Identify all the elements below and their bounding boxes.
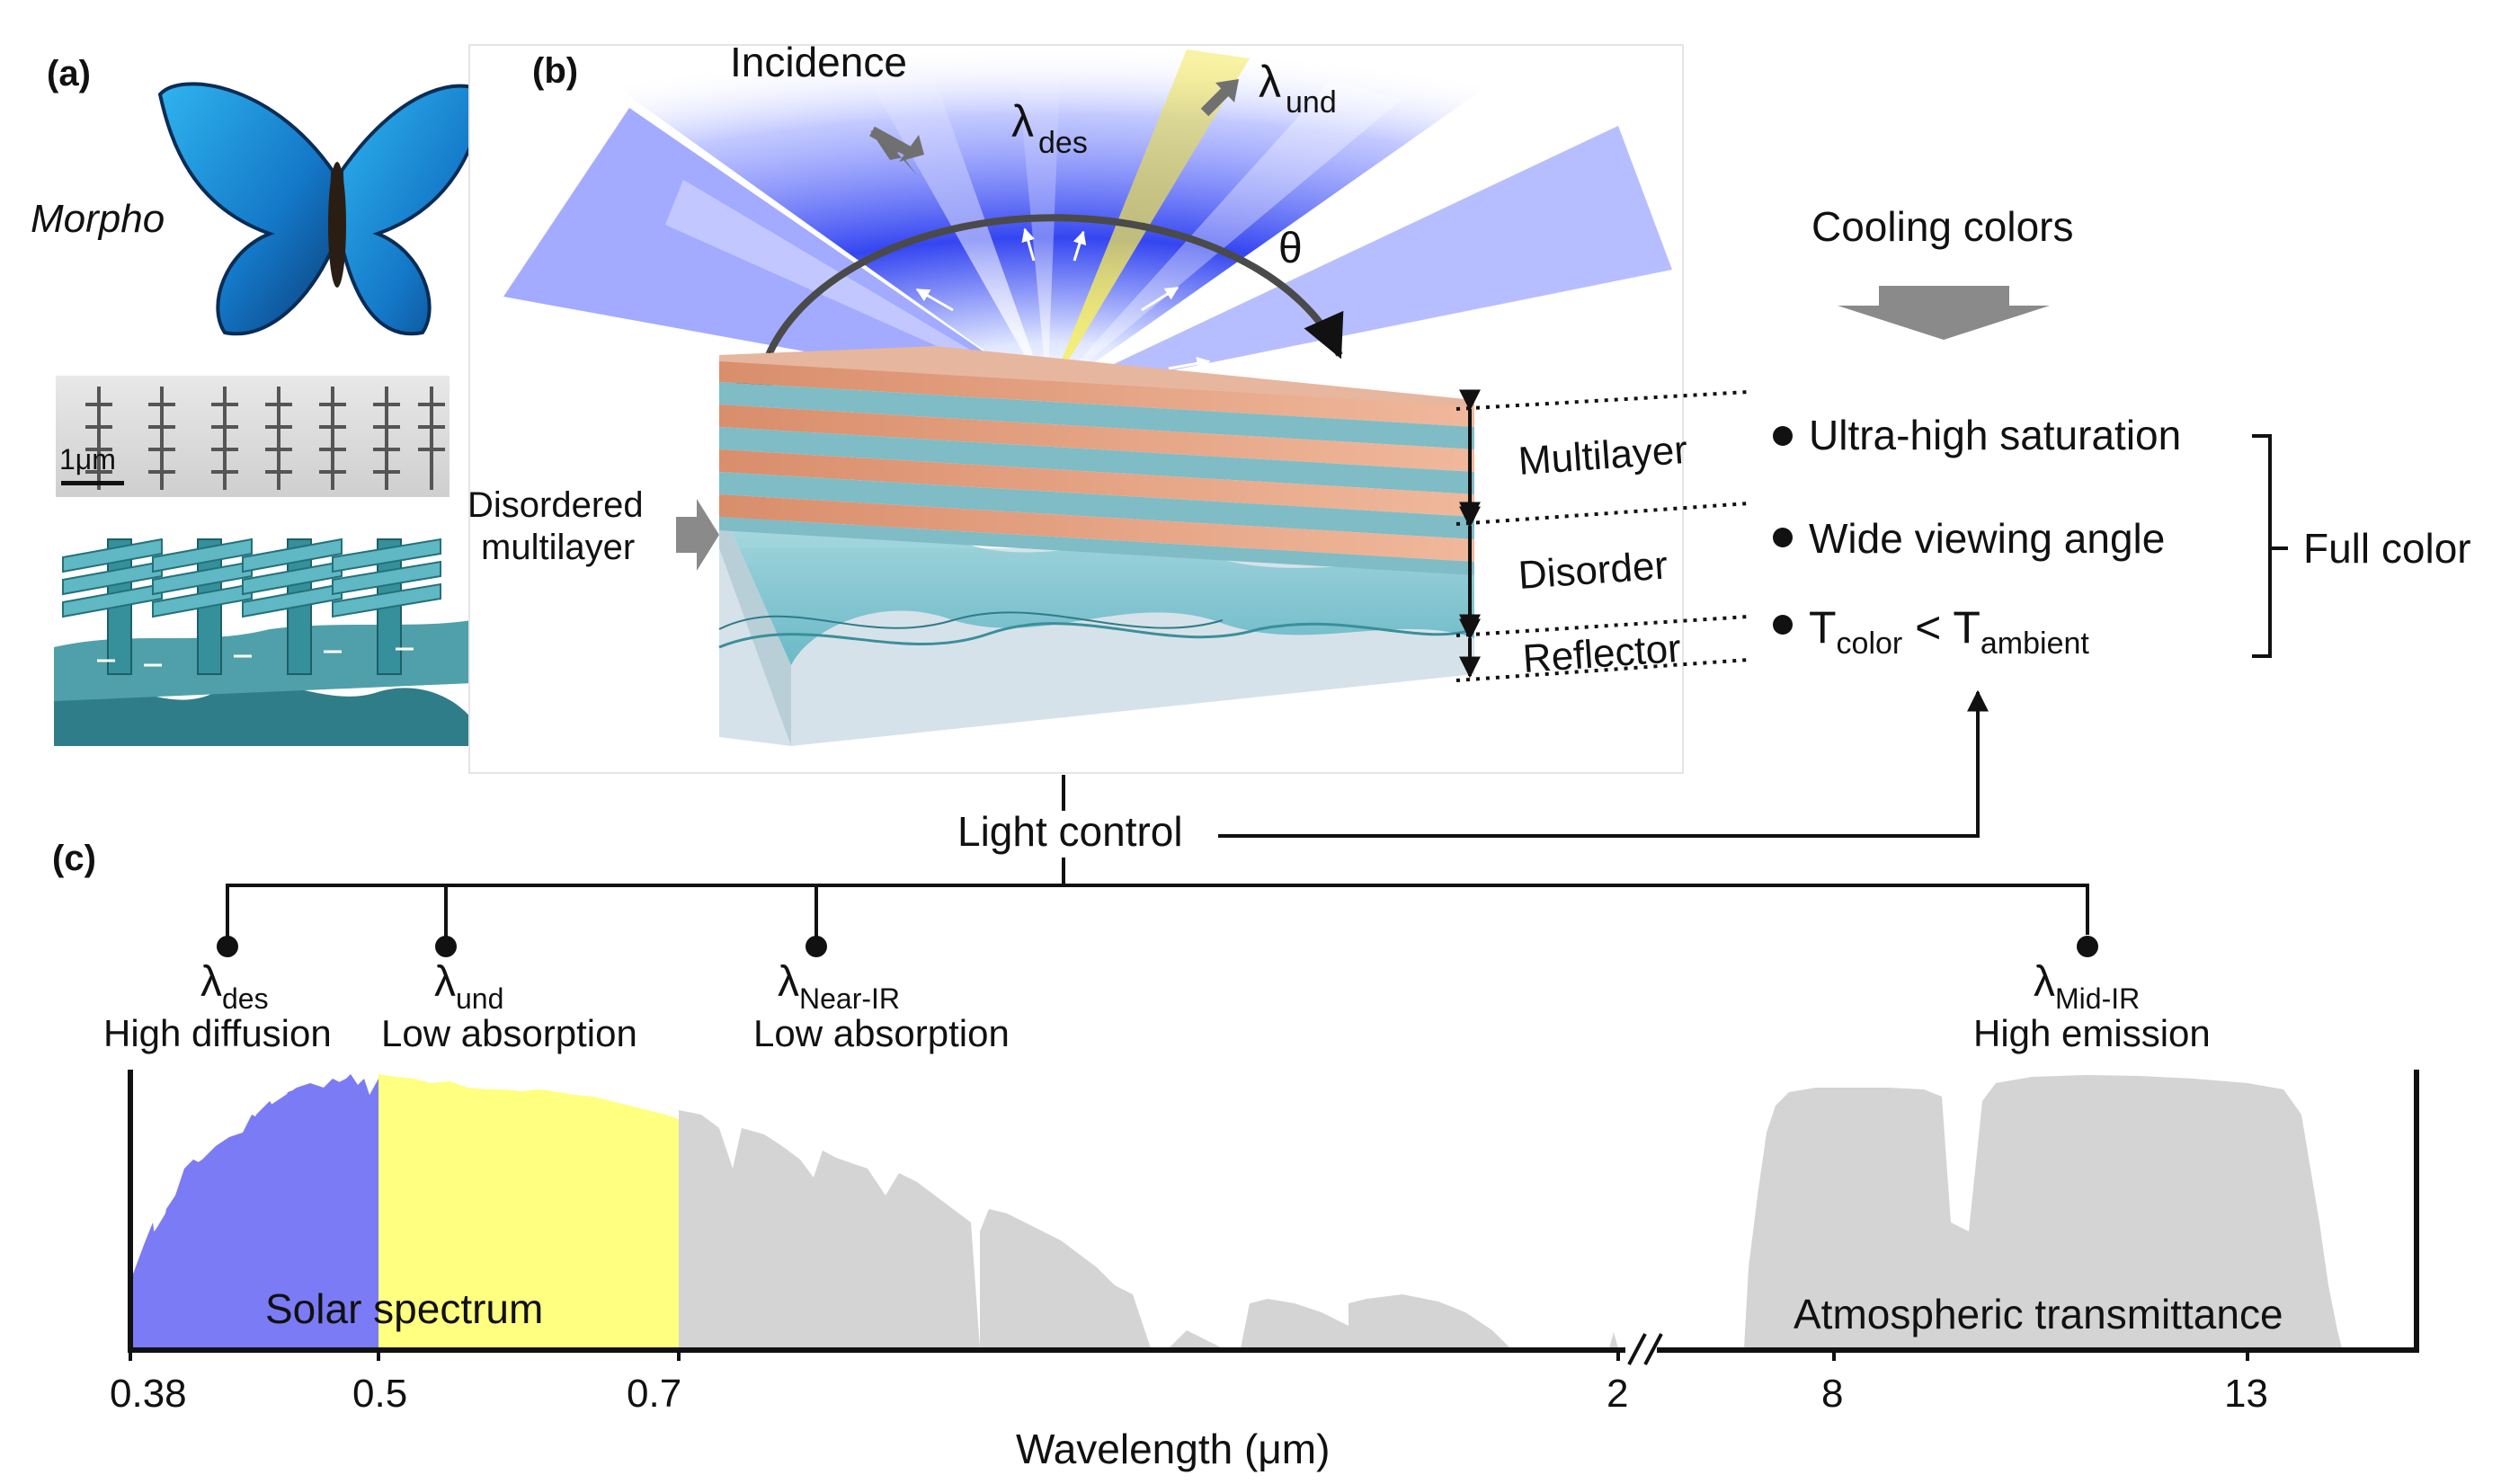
lambda-midir-desc: High emission (1973, 1012, 2211, 1054)
lambda-und-desc: Low absorption (381, 1012, 637, 1054)
lambda-des-subscript: des (1038, 126, 1088, 160)
tick-label-0.38: 0.38 (110, 1372, 187, 1416)
lambda-midir-c: λMid-IR (2034, 958, 2140, 1015)
full-color-bracket (2252, 434, 2288, 658)
panel-b: Incidence λ des λ und (b) θ (467, 39, 1749, 774)
lambda-nearir-desc: Low absorption (753, 1012, 1010, 1054)
sem-micrograph: 1μm (56, 376, 450, 497)
feature-saturation: Ultra-high saturation (1809, 412, 2181, 458)
disordered-label-line1: Disordered (467, 485, 644, 525)
lambda-und-symbol: λ (1259, 57, 1281, 107)
lambda-des-desc: High diffusion (103, 1012, 332, 1054)
lambda-und-subscript: und (1286, 85, 1337, 120)
down-arrow (1838, 286, 2050, 340)
panel-label-c: (c) (52, 839, 96, 878)
cooling-colors-label: Cooling colors (1811, 203, 2073, 250)
morpho-butterfly-illustration (157, 82, 488, 336)
morpho-label: Morpho (31, 197, 165, 241)
gray-right-arrow (676, 499, 719, 571)
feature-viewing-angle: Wide viewing angle (1809, 515, 2165, 562)
panel-label-a: (a) (47, 54, 91, 93)
feature-temperature: Tcolor < Tambient (1809, 602, 2089, 661)
disordered-label-line2: multilayer (481, 528, 635, 567)
atmospheric-transmittance-region (1744, 1075, 2342, 1348)
lambda-des-c: λdes (200, 958, 269, 1015)
viewing-angle-arc (733, 214, 1344, 400)
lambda-annotations: λdes High diffusion λund Low absorption … (103, 958, 2211, 1054)
lambda-dots (217, 936, 2098, 957)
tick-label-0.7: 0.7 (627, 1372, 681, 1416)
axis-ticks (129, 1350, 2249, 1361)
solar-spectrum-yellow-region (378, 1074, 679, 1348)
solar-spectrum-label: Solar spectrum (265, 1285, 543, 1332)
tick-label-8: 8 (1821, 1372, 1843, 1416)
lambda-nearir-c: λNear-IR (778, 958, 900, 1015)
panel-a: (a) Morpho 1μm (31, 54, 488, 746)
atmospheric-transmittance-label: Atmospheric transmittance (1794, 1291, 2283, 1337)
lambda-und-c: λund (434, 958, 503, 1015)
spectrum-plot: Solar spectrum Atmospheric transmittance… (110, 1070, 2419, 1472)
tick-label-13: 13 (2224, 1372, 2268, 1416)
lambda-des-symbol: λ (1011, 96, 1034, 147)
solar-spectrum-gray-region (679, 1110, 1375, 1348)
theta-label: θ (1278, 225, 1303, 272)
scale-bar-label: 1μm (59, 443, 116, 475)
panel-label-b: (b) (532, 51, 578, 91)
axis-break (1627, 1333, 1663, 1365)
layer-label-disorder: Disorder (1517, 543, 1669, 597)
multilayer-stack (718, 346, 1475, 746)
reflected-arrow (1200, 85, 1232, 117)
tick-label-2: 2 (1607, 1372, 1628, 1416)
x-axis-label: Wavelength (μm) (1016, 1426, 1330, 1472)
full-color-label: Full color (2303, 525, 2471, 572)
incidence-label: Incidence (730, 39, 907, 85)
light-control-label: Light control (957, 808, 1183, 855)
nanostructure-model (54, 538, 472, 746)
cooling-colors-summary: Cooling colors Ultra-high saturation Wid… (1773, 203, 2471, 661)
tick-label-0.5: 0.5 (352, 1372, 407, 1416)
